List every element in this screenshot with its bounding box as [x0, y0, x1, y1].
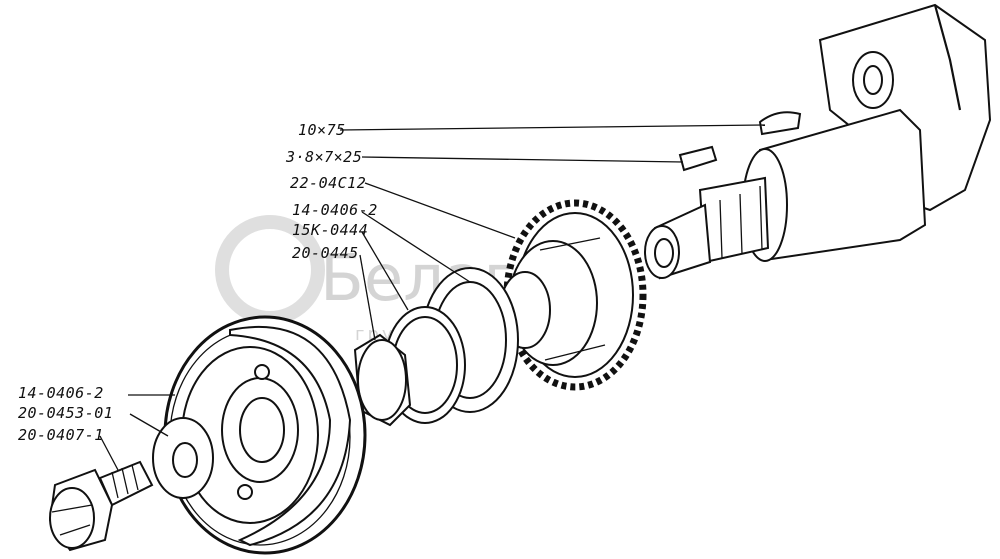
label-key-3-8-7-25: 3·8×7×25 [285, 148, 362, 166]
label-nut-20-0445: 20-0445 [292, 244, 359, 262]
label-key-10x75: 10×75 [298, 121, 346, 139]
label-gear: 22-04C12 [290, 174, 366, 192]
crankshaft [644, 3, 992, 280]
key-prismatic [678, 145, 718, 172]
label-ring-15k-0444: 15K-0444 [292, 221, 368, 239]
washer [152, 417, 214, 499]
label-pulley: 14-0406-2 [18, 384, 104, 402]
pulley [163, 315, 367, 555]
hex-nut [353, 333, 412, 427]
key-segment [758, 111, 802, 136]
label-ring-14-0406-2: 14-0406-2 [292, 201, 378, 219]
gear [499, 199, 647, 391]
label-washer: 20-0453-01 [18, 404, 113, 422]
ratchet-bolt [48, 460, 154, 552]
label-bolt: 20-0407-1 [18, 426, 104, 444]
leader-lines [99, 124, 766, 471]
